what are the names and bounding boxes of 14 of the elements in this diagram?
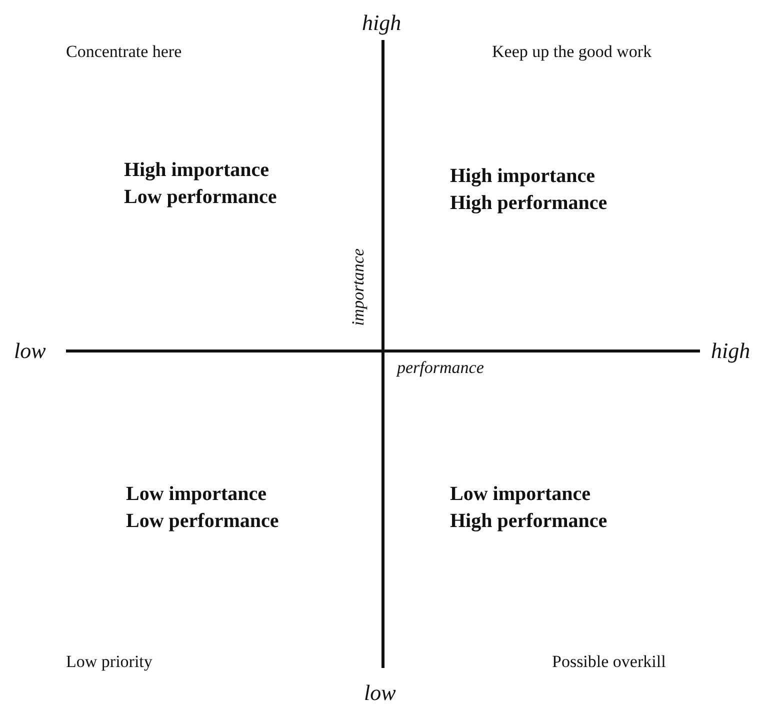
quadrant-label: High importance High performance	[450, 164, 608, 216]
axis-end-label: high	[711, 338, 750, 364]
quadrant-label: Low importance High performance	[450, 482, 608, 534]
axis-title: importance	[348, 248, 369, 326]
quadrant-label: High importance Low performance	[124, 158, 278, 210]
quadrant-note: Keep up the good work	[492, 42, 652, 62]
axis-end-label: low	[364, 680, 396, 706]
axis-end-label: low	[14, 338, 46, 364]
quadrant-note: Low priority	[66, 652, 152, 672]
quadrant-note: Concentrate here	[66, 42, 182, 62]
axis-end-label: high	[362, 10, 402, 36]
quadrant-label: Low importance Low performance	[126, 482, 280, 534]
quadrant-note: Possible overkill	[552, 652, 666, 672]
axis-title: performance	[397, 358, 484, 378]
